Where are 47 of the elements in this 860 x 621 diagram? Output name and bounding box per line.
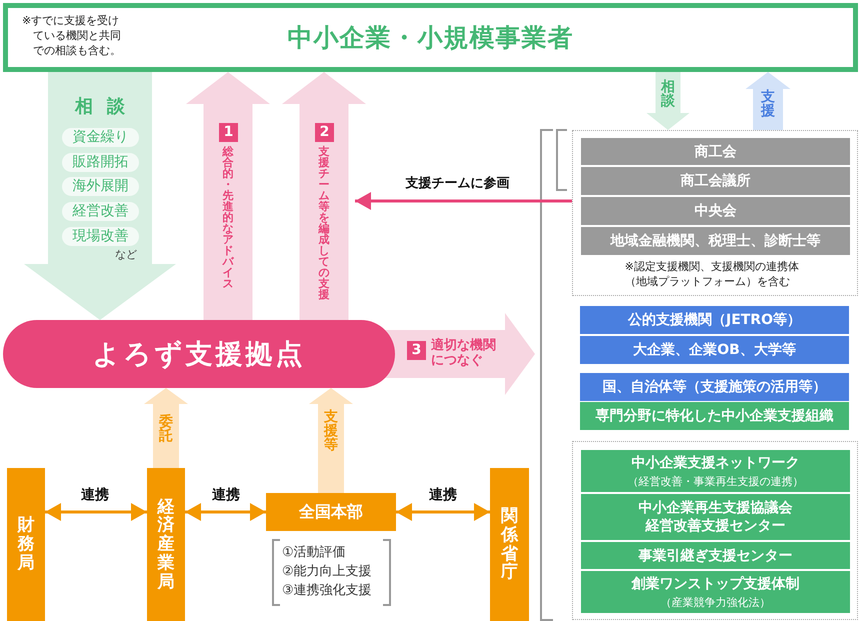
column-text: 経済産業局 bbox=[156, 498, 176, 592]
bar-title: 中小企業支援ネットワーク bbox=[632, 454, 800, 472]
double-arrow bbox=[396, 503, 490, 521]
organization-bar bbox=[581, 494, 850, 540]
topic-pill: 資金繰り bbox=[62, 128, 139, 147]
organization-bar: 専門分野に特化した中小企業支援組織 bbox=[580, 402, 849, 430]
organization-bar: 中央会 bbox=[581, 197, 850, 225]
organization-bar: 商工会議所 bbox=[581, 167, 850, 195]
title-text: 中小企業・小規模事業者 bbox=[288, 22, 574, 54]
hub-pill: よろず支援拠点 bbox=[3, 320, 395, 388]
organization-bar bbox=[581, 571, 850, 613]
dotted-group-box bbox=[572, 130, 858, 296]
number-badge: 2 bbox=[315, 123, 334, 142]
note-text: ※認定支援機関、支援機関の連携体（地域プラットフォーム）を含む bbox=[624, 259, 800, 290]
column-text: 財務局 bbox=[16, 516, 36, 573]
organization-bar: 公的支援機関（JETRO等） bbox=[580, 306, 849, 334]
number-badge: 3 bbox=[407, 341, 426, 360]
topic-pill: 海外展開 bbox=[62, 177, 139, 196]
bar-subtitle: （産業競争力強化法） bbox=[660, 594, 770, 610]
double-arrow bbox=[185, 503, 266, 521]
office-column bbox=[147, 468, 185, 621]
arrow bbox=[355, 192, 572, 210]
organization-bar: 商工会 bbox=[581, 138, 850, 165]
office-column bbox=[490, 468, 529, 621]
note-text: ※すでに支援を受けている機関と共同での相談も含む。 bbox=[22, 14, 122, 59]
topic-pill: 現場改善 bbox=[62, 226, 139, 246]
headquarters-box: 全国本部 bbox=[266, 493, 396, 531]
topic-pill: 販路開拓 bbox=[62, 152, 139, 172]
header-box bbox=[3, 3, 858, 72]
double-arrow bbox=[45, 503, 147, 521]
list-item: ①活動評価 bbox=[282, 546, 346, 561]
number-badge: 1 bbox=[219, 123, 238, 142]
topic-pill: 経営改善 bbox=[62, 202, 139, 222]
organization-bar: 地域金融機関、税理士、診断士等 bbox=[581, 227, 850, 255]
bar-text: 中小企業再生支援協議会経営改善支援センター bbox=[637, 498, 794, 536]
organization-bar: 国、自治体等（支援施策の活用等） bbox=[580, 373, 849, 401]
note-text: など bbox=[114, 247, 138, 262]
organization-bar: 事業引継ぎ支援センター bbox=[581, 542, 850, 569]
office-column bbox=[7, 468, 45, 621]
list-item: ②能力向上支援 bbox=[282, 565, 372, 580]
organization-bar: 大企業、企業OB、大学等 bbox=[580, 336, 849, 364]
bar-subtitle: （経営改善・事業再生支援の連携） bbox=[628, 474, 804, 488]
bar-title: 創業ワンストップ支援体制 bbox=[632, 574, 800, 592]
column-text: 関係省庁 bbox=[500, 507, 519, 582]
list-item: ③連携強化支援 bbox=[282, 584, 372, 599]
dotted-group-box bbox=[572, 441, 858, 620]
organization-bar bbox=[581, 450, 850, 492]
